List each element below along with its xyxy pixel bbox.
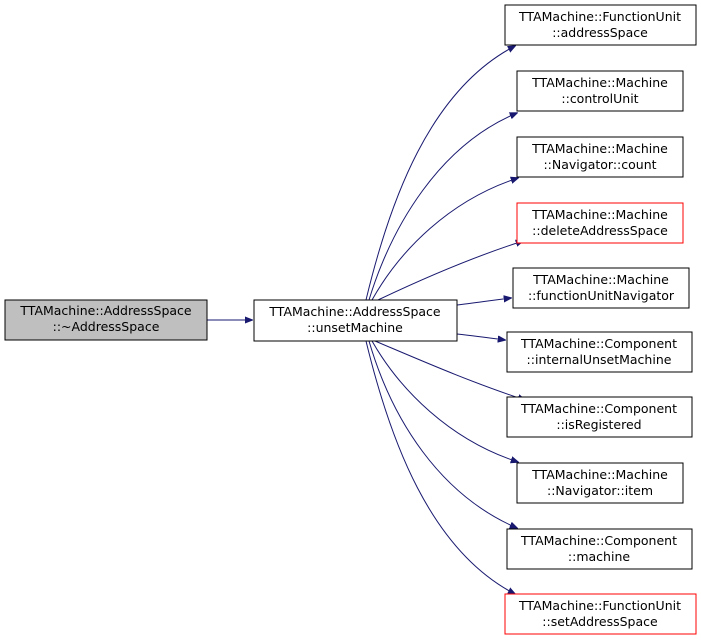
callee-node-10-box xyxy=(504,593,697,635)
callee-node-2-line1: TTAMachine::Machine xyxy=(531,75,668,90)
callee-node-6-line2: ::internalUnsetMachine xyxy=(527,352,672,367)
edge-to-callee-3 xyxy=(371,178,518,301)
callee-node-2[interactable]: TTAMachine::Machine ::controlUnit xyxy=(516,70,684,112)
callee-node-5[interactable]: TTAMachine::Machine ::functionUnitNaviga… xyxy=(512,267,690,309)
callee-node-8-line1: TTAMachine::Machine xyxy=(531,467,668,482)
callee-node-5-line2: ::functionUnitNavigator xyxy=(528,288,675,303)
callee-node-3[interactable]: TTAMachine::Machine ::Navigator::count xyxy=(516,136,684,178)
callee-node-6-box xyxy=(506,331,693,373)
node-root-line1: TTAMachine::AddressSpace xyxy=(19,303,192,318)
callee-node-2-line2: ::controlUnit xyxy=(561,91,638,106)
callee-node-3-box xyxy=(516,136,684,178)
edge-to-callee-6 xyxy=(456,333,505,340)
callee-node-9-line2: ::machine xyxy=(568,549,630,564)
node-center[interactable]: TTAMachine::AddressSpace ::unsetMachine xyxy=(253,299,458,342)
callee-node-10-line1: TTAMachine::FunctionUnit xyxy=(518,598,681,613)
callee-node-9-line1: TTAMachine::Component xyxy=(520,533,677,548)
callee-node-1-line2: ::addressSpace xyxy=(552,25,648,40)
edge-to-callee-1 xyxy=(365,46,515,301)
callee-node-7-box xyxy=(506,396,693,438)
callee-node-5-box xyxy=(512,267,690,309)
node-root-line2: ::~AddressSpace xyxy=(53,319,160,334)
callee-node-10-line2: ::setAddressSpace xyxy=(542,614,658,629)
callee-node-2-box xyxy=(516,70,684,112)
callee-node-1-box xyxy=(504,4,697,46)
callee-node-3-line1: TTAMachine::Machine xyxy=(531,141,668,156)
callee-node-3-line2: ::Navigator::count xyxy=(543,157,656,172)
edge-to-callee-9 xyxy=(368,340,517,528)
callee-node-1-line1: TTAMachine::FunctionUnit xyxy=(518,9,681,24)
node-center-line2: ::unsetMachine xyxy=(307,320,403,335)
callee-node-9[interactable]: TTAMachine::Component ::machine xyxy=(506,528,693,570)
node-root[interactable]: TTAMachine::AddressSpace ::~AddressSpace xyxy=(4,299,208,341)
edge-to-callee-8 xyxy=(371,340,518,462)
callee-node-4-line1: TTAMachine::Machine xyxy=(531,207,668,222)
callee-node-8[interactable]: TTAMachine::Machine ::Navigator::item xyxy=(516,462,684,504)
callee-node-8-line2: ::Navigator::item xyxy=(547,483,653,498)
callee-node-4-line2: ::deleteAddressSpace xyxy=(532,223,668,238)
callee-node-6-line1: TTAMachine::Component xyxy=(520,336,677,351)
edges xyxy=(207,46,525,594)
callee-node-7-line2: ::isRegistered xyxy=(556,417,641,432)
node-center-line1: TTAMachine::AddressSpace xyxy=(268,304,441,319)
callee-node-10[interactable]: TTAMachine::FunctionUnit ::setAddressSpa… xyxy=(504,593,697,635)
edge-to-callee-7 xyxy=(374,340,525,400)
callee-node-5-line1: TTAMachine::Machine xyxy=(532,272,669,287)
callee-node-7-line1: TTAMachine::Component xyxy=(520,401,677,416)
callee-node-6[interactable]: TTAMachine::Component ::internalUnsetMac… xyxy=(506,331,693,373)
callee-node-7[interactable]: TTAMachine::Component ::isRegistered xyxy=(506,396,693,438)
callee-node-8-box xyxy=(516,462,684,504)
edge-to-callee-5 xyxy=(456,298,511,306)
callee-node-4[interactable]: TTAMachine::Machine ::deleteAddressSpace xyxy=(516,202,684,244)
callee-node-9-box xyxy=(506,528,693,570)
edge-to-callee-2 xyxy=(368,113,517,301)
edge-to-callee-4 xyxy=(377,241,523,301)
callee-node-4-box xyxy=(516,202,684,244)
callee-node-1[interactable]: TTAMachine::FunctionUnit ::addressSpace xyxy=(504,4,697,46)
edge-to-callee-10 xyxy=(365,340,515,594)
